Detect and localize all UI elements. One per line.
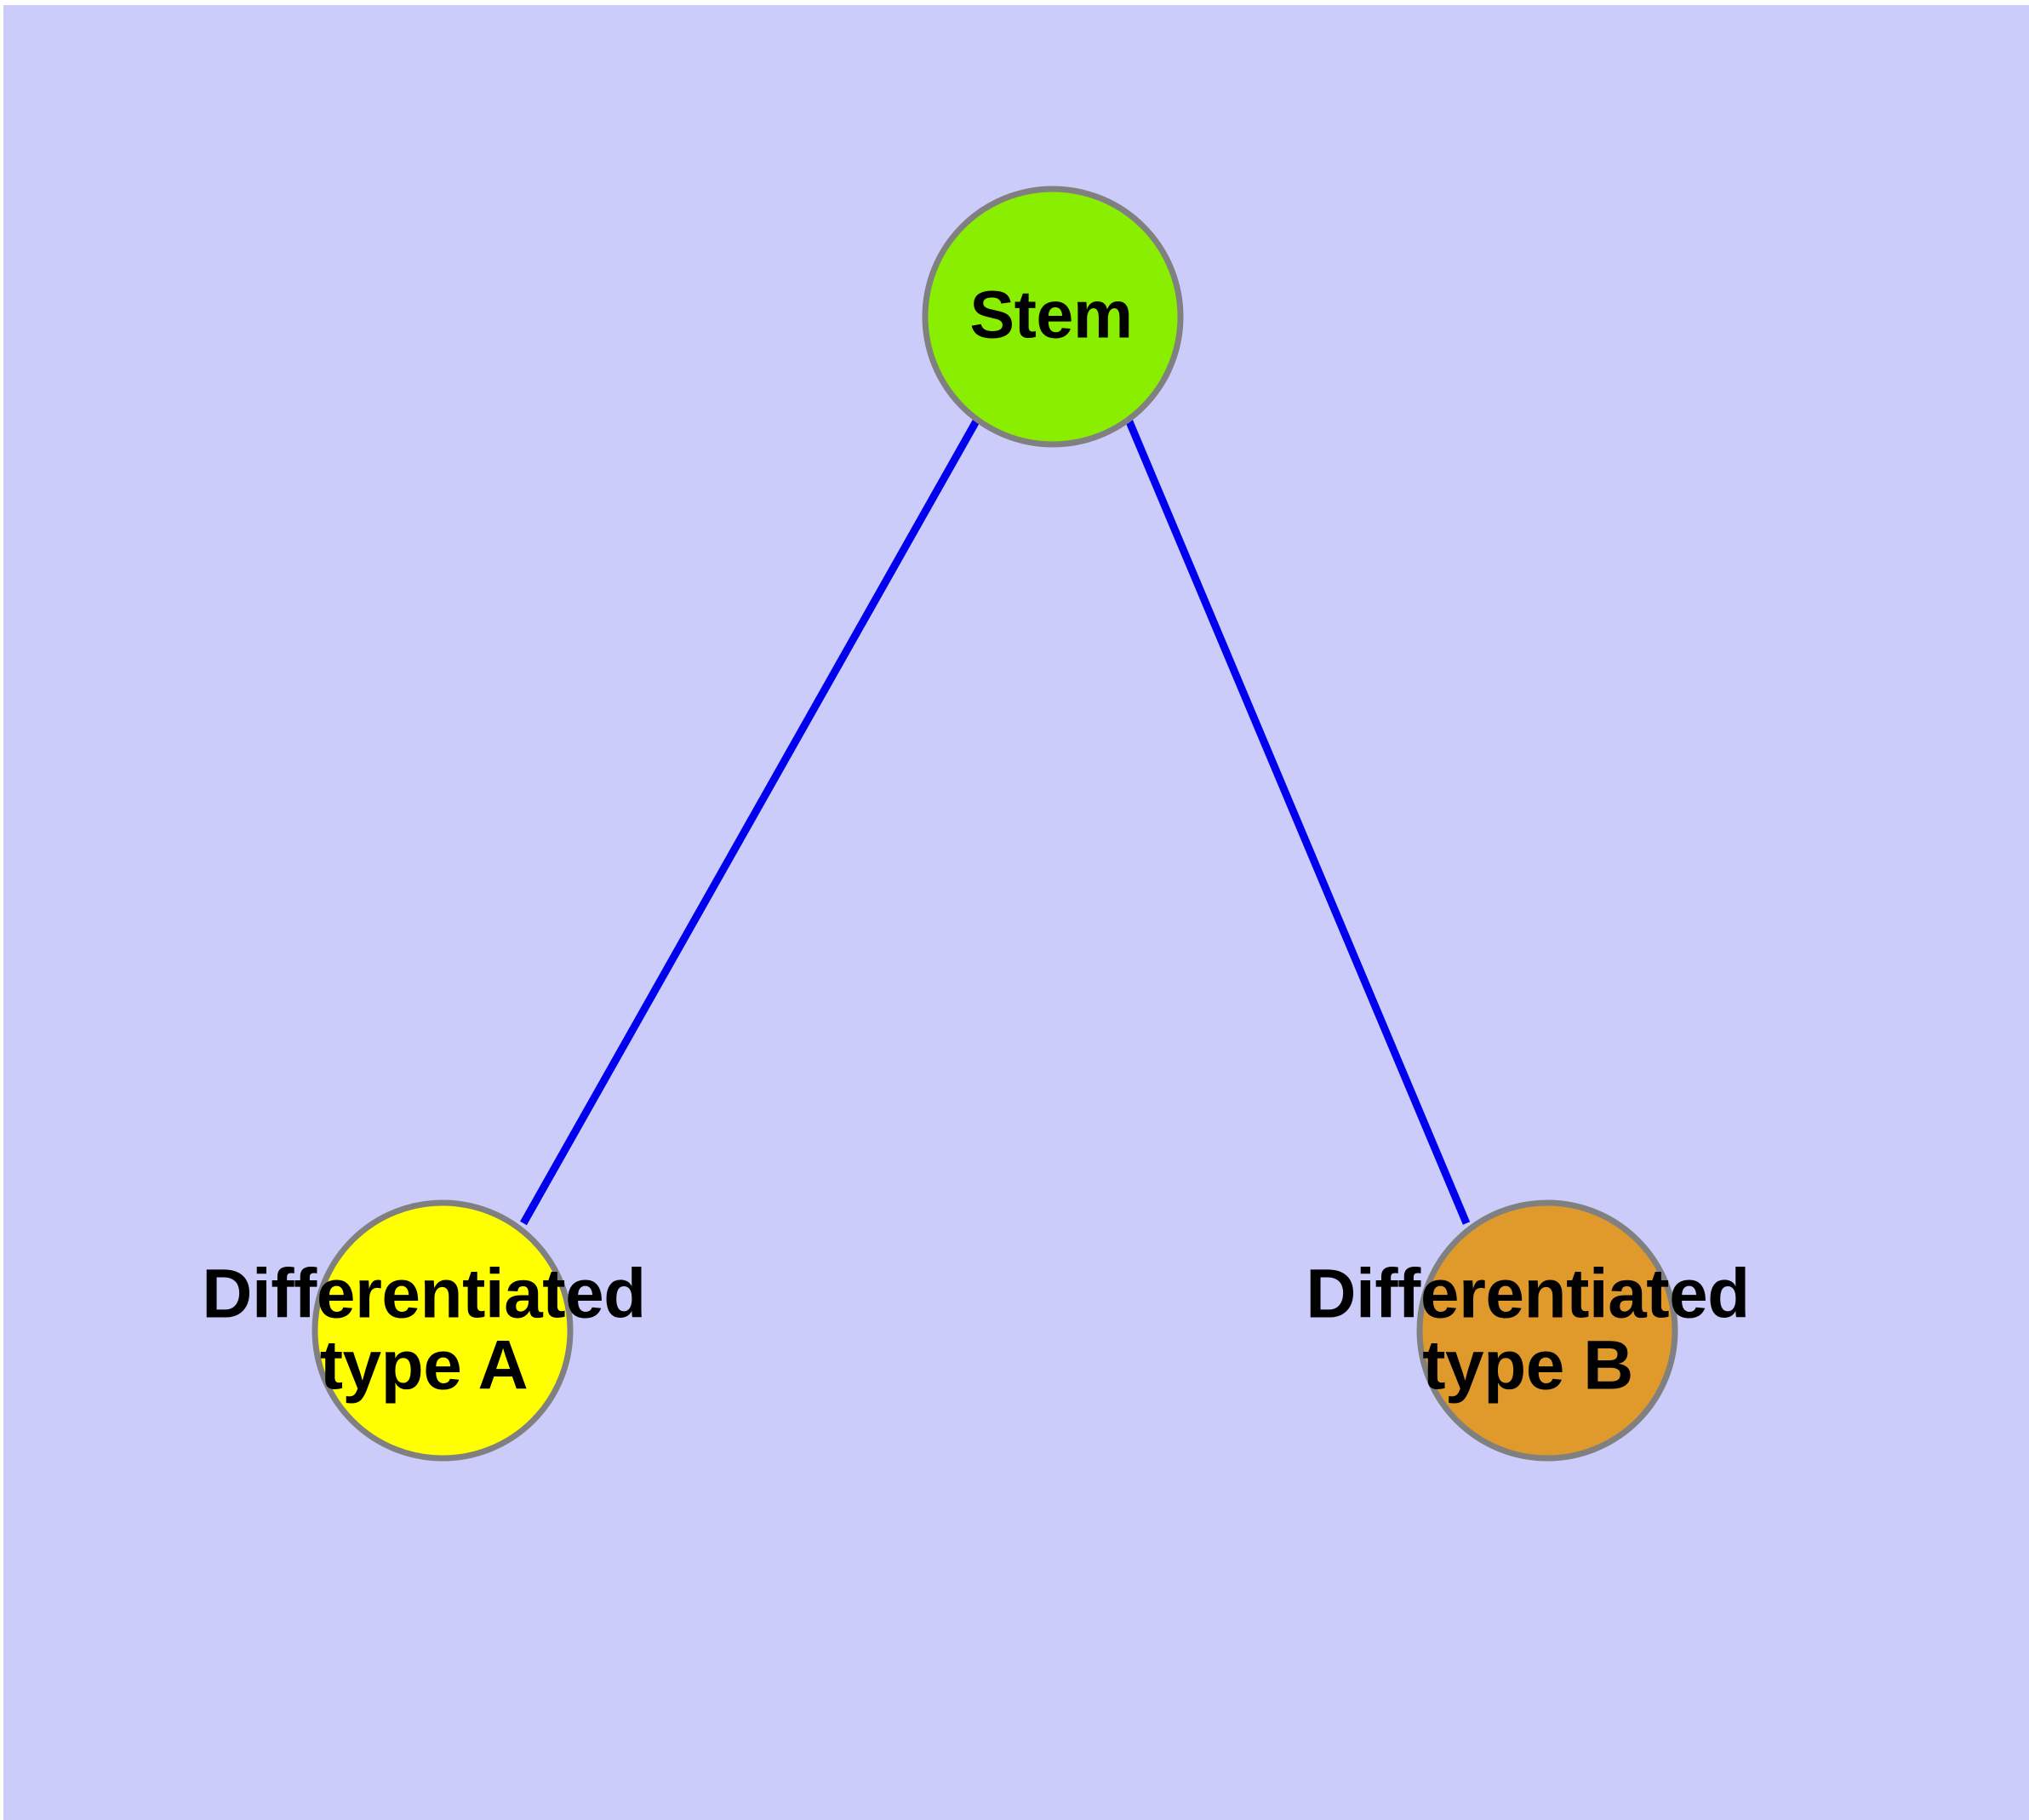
edge-stem-to-differentiated-type-b xyxy=(1124,418,1471,1225)
node-stem[interactable] xyxy=(922,186,1184,448)
node-differentiated-type-a[interactable] xyxy=(311,1199,574,1462)
node-layer xyxy=(311,186,1678,1462)
node-differentiated-type-b[interactable] xyxy=(1416,1199,1678,1462)
edge-stem-to-differentiated-type-a xyxy=(520,417,980,1226)
edge-layer xyxy=(520,417,1471,1226)
